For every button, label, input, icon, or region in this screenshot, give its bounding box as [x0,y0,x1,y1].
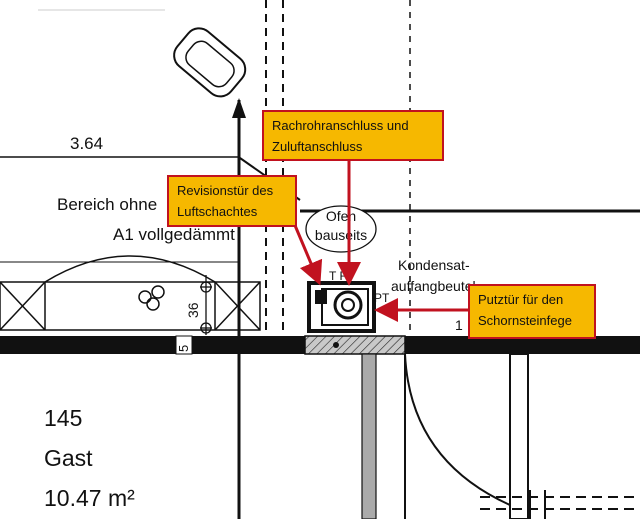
heavy-wall [0,336,305,354]
section-arrow-marker [232,98,246,118]
oven-bubble [305,205,377,253]
heavy-wall-right [405,336,640,354]
callout-revision-door-text: Revisionstür des Luftschachtes [177,183,274,219]
top-door-swing [173,27,247,98]
dimension-label-top: 3.64 [70,134,103,153]
small-label-pt: PT [374,291,390,305]
zone-label-line1: Bereich ohne [57,195,157,214]
condensate-label-line1: Kondensat- [398,257,470,273]
chimney-column [361,353,377,519]
small-label-tr: T R [329,269,348,283]
condensate-label-line2: auffangbeutel [391,278,476,294]
callout-arrows [292,160,468,322]
dimension-label-side: 36 [185,302,201,318]
callout-smoke-pipe: Rachrohranschluss und Zuluftanschluss [262,110,444,161]
dimension-label-small: 5 [176,345,191,352]
callout-smoke-pipe-text: Rachrohranschluss und Zuluftanschluss [272,118,409,154]
bench-element [0,255,261,331]
dimension-markers [200,275,212,335]
callout-cleaning-door: Putztür für den Schornsteinfege [468,284,596,339]
room-name: Gast [44,445,93,471]
small-label-1: 1 [455,317,463,333]
zone-label-line2: A1 vollgedämmt [113,225,235,244]
chimney-dot [333,342,339,348]
bottom-right-dimensions [480,490,640,519]
room-number: 145 [44,405,82,431]
hatched-chimney-base [304,335,406,355]
oven-label-line2: bauseits [315,227,367,243]
arrow-revision-door [292,222,323,286]
wall-gap-marker [175,335,193,355]
callout-cleaning-door-text: Putztür für den Schornsteinfege [478,292,572,328]
callout-revision-door: Revisionstür des Luftschachtes [167,175,297,227]
oven-label-line1: Ofen [326,208,356,224]
room-area: 10.47 m² [44,485,135,511]
door-swing-right [404,353,529,519]
oven-symbol [307,281,376,333]
